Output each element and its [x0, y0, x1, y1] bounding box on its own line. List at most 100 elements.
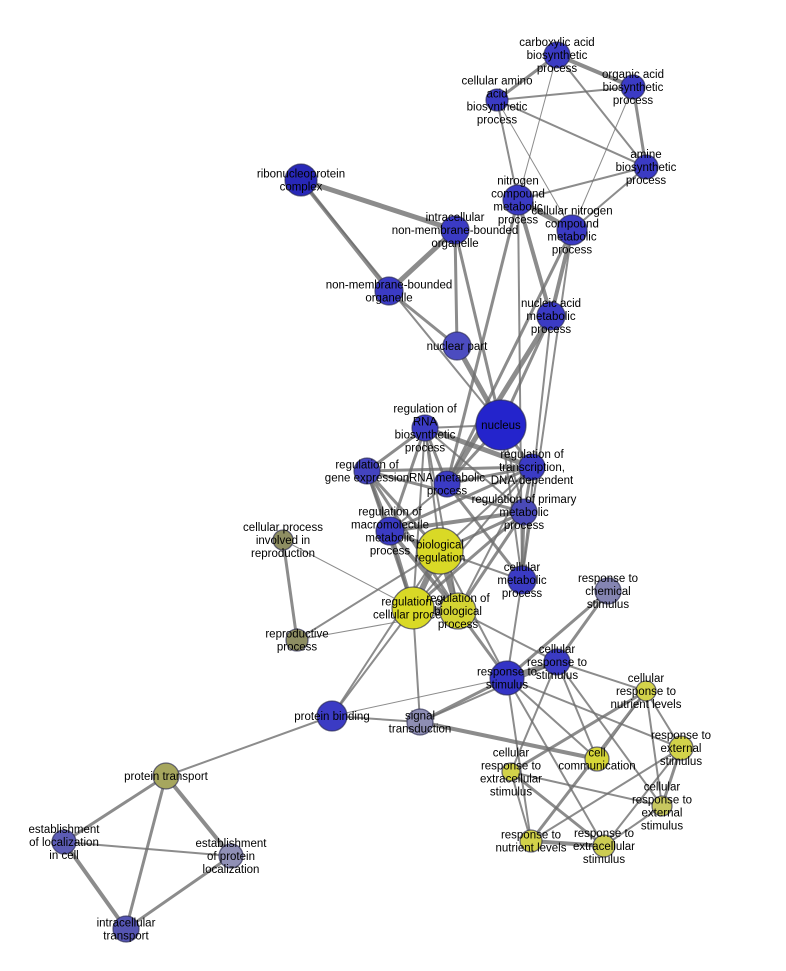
edge-response_external_stimulus--response_nutrient_levels[interactable] [530, 747, 682, 842]
node-circle[interactable] [594, 577, 622, 605]
edge-establishment_protein_localization--intracellular_transport[interactable] [124, 854, 233, 931]
edge-regulation_primary_metabolic--regulation_cellular_process[interactable] [411, 510, 526, 610]
edge-signal_transduction--cell_communication[interactable] [418, 720, 599, 761]
node-circle[interactable] [285, 628, 309, 652]
edge-cellular_response_stimulus--response_chemical_stimulus[interactable] [555, 589, 610, 664]
edge-intracellular_non_membrane_organelle--nuclear_part[interactable] [453, 228, 459, 348]
edge-establishment_localization_cell--intracellular_transport[interactable] [62, 840, 128, 931]
edge-cellular_amino_acid_biosynthetic--amine_biosynthetic[interactable] [496, 99, 647, 168]
node-circle[interactable] [442, 331, 472, 361]
node-circle[interactable] [375, 516, 405, 546]
node-circle[interactable] [510, 498, 538, 526]
node-circle[interactable] [501, 762, 521, 782]
edge-rna_metabolic--cellular_metabolic[interactable] [445, 482, 524, 582]
edge-cellular_response_stimulus--cellular_response_nutrient_levels[interactable] [556, 661, 647, 692]
edge-intracellular_non_membrane_organelle--non_membrane_organelle[interactable] [386, 227, 458, 294]
edge-protein_binding--protein_transport[interactable] [165, 715, 333, 777]
node-circle[interactable] [51, 829, 77, 855]
node-circle[interactable] [112, 915, 140, 943]
node-nucleus[interactable]: nucleus [475, 399, 527, 451]
edge-cellular_response_extracellular--response_extracellular[interactable] [509, 770, 606, 848]
edge-amine_biosynthetic--nitrogen_compound_metabolic[interactable] [517, 166, 647, 201]
edge-cellular_amino_acid_biosynthetic--cellular_nitrogen_compound_metabolic[interactable] [496, 99, 573, 231]
node-circle[interactable] [635, 680, 657, 702]
edge-cellular_response_stimulus--cellular_response_extracellular[interactable] [510, 661, 558, 773]
edge-cellular_response_extracellular--response_nutrient_levels[interactable] [510, 771, 532, 842]
edge-protein_transport--establishment_localization_cell[interactable] [62, 774, 168, 844]
node-protein_transport[interactable]: protein transport [124, 762, 209, 790]
edge-carboxylic_acid_biosynthetic--amine_biosynthetic[interactable] [556, 54, 647, 168]
node-circle[interactable] [218, 843, 244, 869]
node-circle[interactable] [316, 700, 348, 732]
edge-protein_transport--intracellular_transport[interactable] [124, 774, 168, 931]
edge-regulation_primary_metabolic--regulation_biological_process[interactable] [456, 510, 526, 613]
node-circle[interactable] [411, 414, 439, 442]
edge-protein_binding--biological_regulation[interactable] [331, 550, 441, 717]
edge-cellular_amino_acid_biosynthetic--nitrogen_compound_metabolic[interactable] [496, 99, 519, 201]
node-circle[interactable] [489, 660, 525, 696]
edge-cellular_process_reproduction--reproductive_process[interactable] [281, 538, 299, 642]
edge-intracellular_non_membrane_organelle--nucleus[interactable] [453, 228, 503, 427]
node-circle[interactable] [485, 88, 509, 112]
node-circle[interactable] [668, 735, 694, 761]
node-circle[interactable] [439, 592, 477, 630]
edge-signal_transduction--cellular_response_stimulus[interactable] [419, 661, 558, 723]
node-circle[interactable] [433, 470, 461, 498]
edge-regulation_rna_biosynthetic--regulation_primary_metabolic[interactable] [424, 427, 525, 513]
edge-cell_communication--cellular_response_nutrient_levels[interactable] [596, 690, 647, 760]
node-circle[interactable] [353, 457, 381, 485]
node-circle[interactable] [620, 74, 646, 100]
node-circle[interactable] [543, 41, 571, 69]
node-circle[interactable] [284, 163, 318, 197]
edge-response_nutrient_levels--response_extracellular[interactable] [529, 839, 606, 848]
edge-cellular_response_extracellular--cellular_response_external[interactable] [510, 771, 663, 807]
edge-regulation_primary_metabolic--regulation_macromolecule_metabolic[interactable] [388, 510, 526, 533]
edge-response_stimulus--response_extracellular[interactable] [506, 677, 605, 847]
edge-regulation_transcription_dna--rna_metabolic[interactable] [445, 465, 534, 486]
node-circle[interactable] [152, 762, 180, 790]
edge-carboxylic_acid_biosynthetic--nitrogen_compound_metabolic[interactable] [517, 54, 558, 201]
edge-cellular_response_stimulus--cell_communication[interactable] [556, 661, 598, 760]
edge-reproductive_process--biological_regulation[interactable] [296, 550, 441, 641]
edge-response_external_stimulus--response_extracellular[interactable] [603, 747, 682, 847]
node-circle[interactable] [556, 214, 588, 246]
edge-cellular_process_reproduction--regulation_cellular_process[interactable] [282, 539, 414, 609]
node-circle[interactable] [440, 215, 470, 245]
edge-response_extracellular--cellular_response_external[interactable] [603, 805, 663, 847]
node-circle[interactable] [406, 708, 434, 736]
edge-organic_acid_biosynthetic--cellular_nitrogen_compound_metabolic[interactable] [571, 86, 634, 231]
node-circle[interactable] [391, 586, 435, 630]
node-circle[interactable] [507, 565, 537, 595]
edge-cellular_response_nutrient_levels--cellular_response_external[interactable] [645, 690, 663, 807]
node-circle[interactable] [592, 834, 616, 858]
edge-response_stimulus--response_chemical_stimulus[interactable] [505, 589, 610, 680]
node-circle[interactable] [584, 746, 610, 772]
edge-organic_acid_biosynthetic--cellular_amino_acid_biosynthetic[interactable] [496, 86, 634, 101]
edge-ribonucleoprotein_complex--intracellular_non_membrane_organelle[interactable] [298, 177, 458, 233]
node-circle[interactable] [518, 453, 546, 481]
edge-ribonucleoprotein_complex--nucleus[interactable] [300, 179, 502, 426]
edge-carboxylic_acid_biosynthetic--organic_acid_biosynthetic[interactable] [555, 53, 635, 89]
edge-establishment_localization_cell--establishment_protein_localization[interactable] [63, 841, 232, 857]
node-circle[interactable] [502, 184, 534, 216]
edge-nitrogen_compound_metabolic--nucleic_acid_metabolic[interactable] [516, 198, 553, 318]
edge-protein_binding--regulation_cellular_process[interactable] [331, 607, 414, 717]
node-circle[interactable] [651, 795, 673, 817]
edge-protein_transport--establishment_protein_localization[interactable] [164, 774, 233, 858]
node-circle[interactable] [374, 276, 404, 306]
edge-protein_binding--response_stimulus[interactable] [331, 677, 508, 717]
edge-regulation_rna_biosynthetic--regulation_biological_process[interactable] [424, 427, 459, 612]
